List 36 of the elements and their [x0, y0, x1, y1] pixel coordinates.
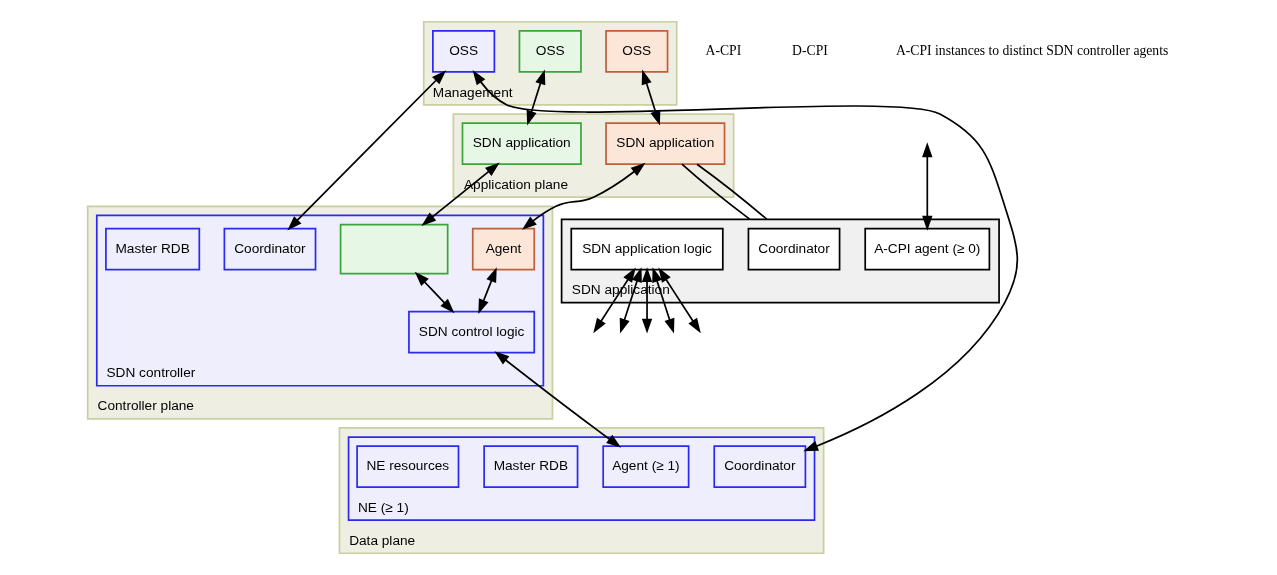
node-box: Agent — [471, 227, 536, 271]
connector — [681, 163, 751, 221]
node-box: Coordinator — [747, 227, 841, 271]
arrow — [414, 271, 455, 314]
label: A-CPI — [705, 42, 742, 58]
arrow — [526, 69, 546, 126]
arrow — [287, 70, 447, 231]
node-box: SDN application — [461, 122, 582, 166]
node-box: OSS — [518, 30, 582, 73]
arrow — [593, 267, 636, 334]
connector — [696, 163, 768, 221]
node-box: SDN control logic — [408, 310, 536, 354]
arrow — [472, 70, 1019, 452]
node-box: SDN application — [605, 122, 726, 166]
arrow — [922, 142, 933, 231]
node-box: NE resources — [356, 445, 460, 488]
node-box: Master RDB — [105, 227, 201, 271]
arrow — [619, 267, 642, 334]
node-box: Agent (≥ 1) — [602, 445, 690, 488]
arrow — [652, 267, 675, 334]
node-box: Master RDB — [483, 445, 579, 488]
node-box: A-CPI agent (≥ 0) — [864, 227, 991, 271]
node-box: Coordinator — [223, 227, 317, 271]
node-box: OSS — [605, 30, 669, 73]
label: A-CPI instances to distinct SDN controller agents — [895, 42, 1169, 58]
arrow — [658, 267, 701, 334]
node-box: SDN application logic — [570, 227, 724, 271]
node-box — [339, 223, 449, 275]
arrow — [494, 351, 622, 448]
arrow — [522, 162, 646, 230]
node-box: Coordinator — [713, 445, 807, 488]
arrow — [478, 267, 497, 315]
arrow — [641, 267, 653, 334]
label: D-CPI — [792, 42, 828, 58]
node-box: OSS — [432, 30, 496, 73]
arrow — [641, 69, 661, 126]
